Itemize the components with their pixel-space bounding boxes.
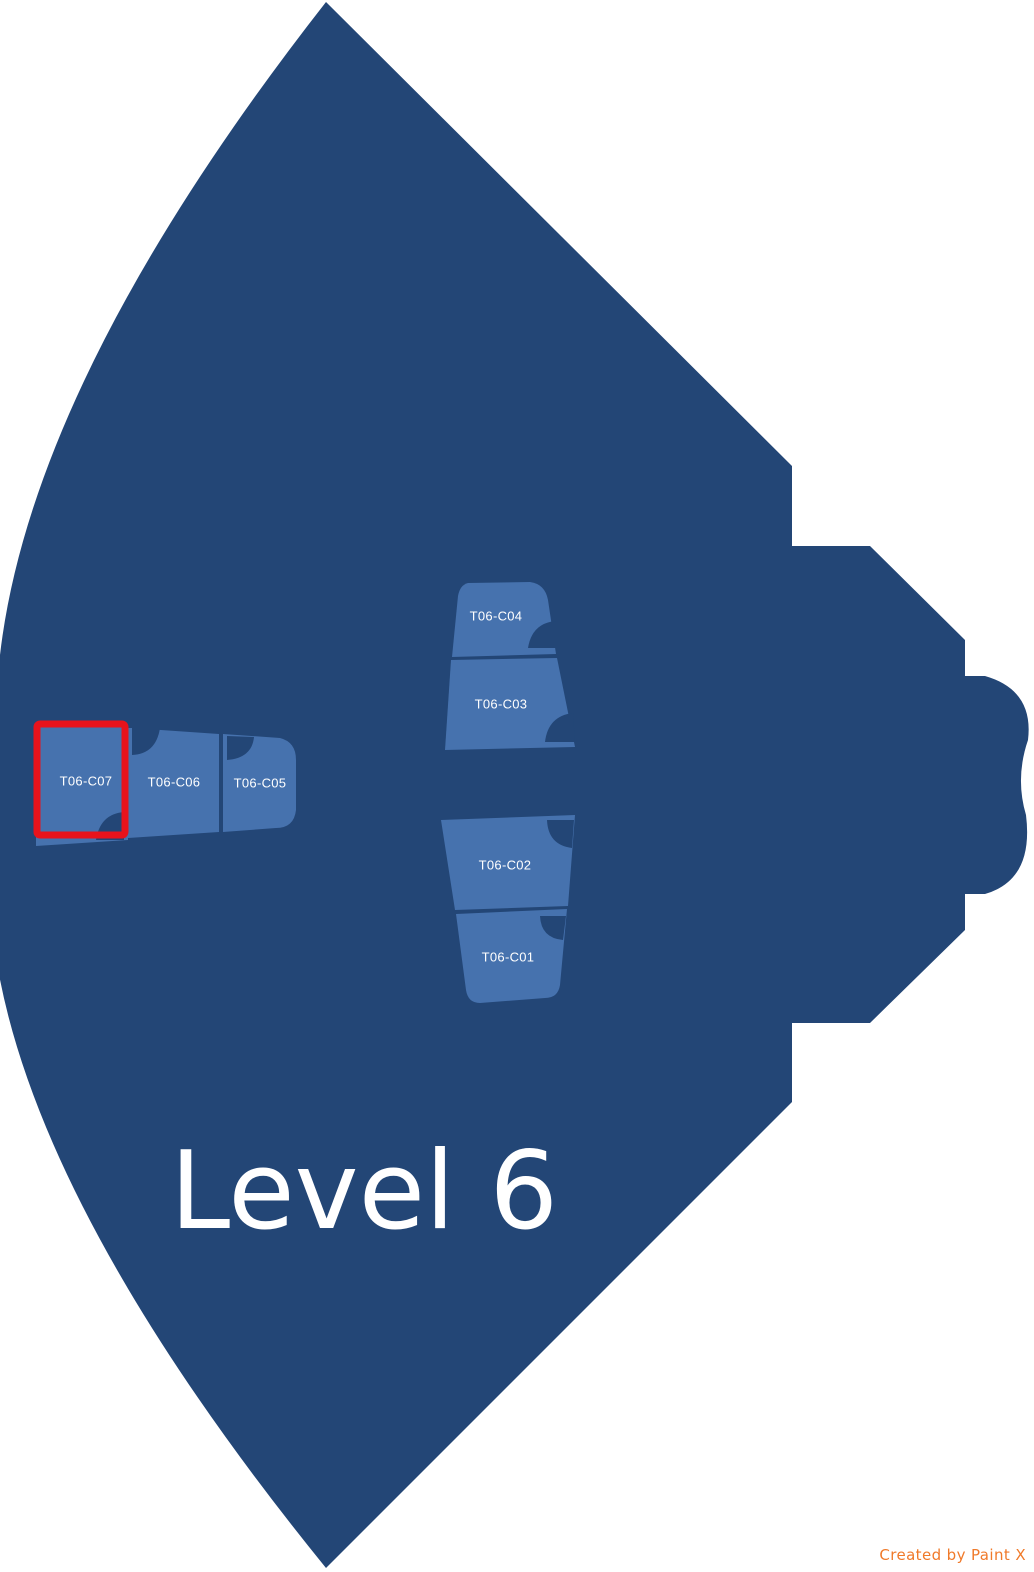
room-t06-c06[interactable]: T06-C06 — [128, 728, 219, 838]
door-icon — [545, 713, 575, 742]
room-t06-c02-shape — [441, 815, 575, 910]
door-icon — [227, 736, 254, 760]
room-t06-c01-label: T06-C01 — [482, 949, 535, 964]
door-icon — [540, 916, 566, 940]
room-t06-c04-label: T06-C04 — [470, 608, 523, 623]
room-t06-c06-label: T06-C06 — [148, 774, 201, 789]
door-icon — [547, 820, 574, 848]
door-icon — [528, 621, 556, 648]
room-t06-c03[interactable]: T06-C03 — [445, 658, 575, 750]
room-t06-c02[interactable]: T06-C02 — [441, 815, 575, 910]
room-t06-c02-label: T06-C02 — [479, 857, 532, 872]
room-t06-c04[interactable]: T06-C04 — [452, 582, 556, 657]
room-t06-c03-shape — [445, 658, 575, 750]
room-t06-c01-shape — [456, 909, 567, 1003]
room-t06-c07-label: T06-C07 — [60, 773, 113, 788]
room-t06-c01[interactable]: T06-C01 — [456, 909, 567, 1003]
room-t06-c05[interactable]: T06-C05 — [223, 734, 296, 832]
room-t06-c07[interactable]: T06-C07 — [36, 724, 128, 846]
room-t06-c04-shape — [452, 582, 556, 657]
credit-text: Created by Paint X — [879, 1546, 1026, 1564]
room-t06-c03-label: T06-C03 — [475, 696, 528, 711]
room-t06-c07-shape — [36, 724, 128, 846]
room-t06-c06-shape — [128, 728, 219, 838]
level-title: Level 6 — [170, 1129, 558, 1254]
door-icon — [132, 728, 160, 755]
room-t06-c05-label: T06-C05 — [234, 775, 287, 790]
room-t06-c05-shape — [223, 734, 296, 832]
selected-room-highlight — [33, 720, 129, 839]
